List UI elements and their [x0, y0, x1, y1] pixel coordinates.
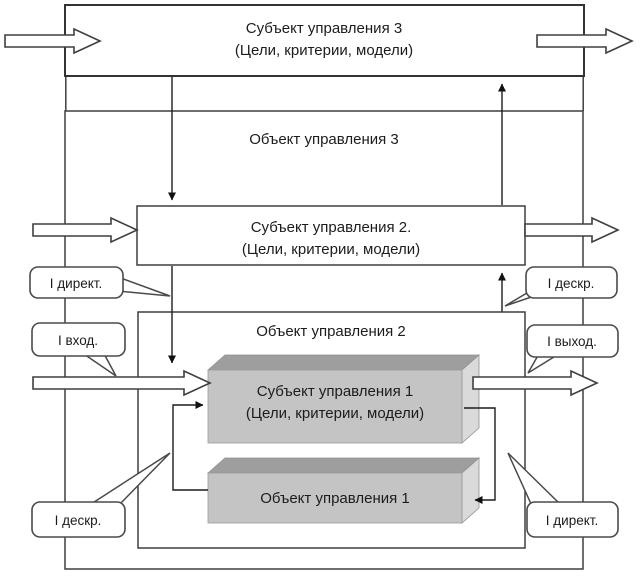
subject1-side-face — [461, 354, 480, 444]
callout-directive1: I директ. — [507, 452, 619, 538]
input-flow-arrow-level1-icon — [32, 369, 212, 397]
object1-title: Объект управления 1 — [260, 490, 410, 507]
subject1-box — [206, 354, 481, 444]
subject3-box — [64, 4, 585, 77]
callout-directive2: I директ. — [29, 266, 171, 299]
object3-title: Объект управления 3 — [249, 131, 399, 148]
object1-top-face — [206, 457, 481, 474]
callout-descriptive2-label: I дескр. — [548, 276, 595, 291]
subject1-subtitle: (Цели, критерии, модели) — [246, 405, 424, 422]
subject3-title: Субъект управления 3 — [246, 20, 402, 37]
callout-bubble — [31, 322, 126, 357]
callout-descriptive1-label: I дескр. — [55, 513, 102, 528]
subject2-title: Субъект управления 2. — [251, 219, 412, 236]
object1-front-face — [207, 472, 463, 524]
feedback-loop-object1-to-subject1 — [172, 401, 208, 491]
callout-descriptive1: I дескр. — [31, 452, 171, 538]
callout-directive1-label: I директ. — [546, 513, 598, 528]
input-flow-arrow-level3-icon — [4, 27, 102, 55]
callout-bubble — [526, 324, 619, 358]
callout-bubble — [29, 266, 124, 299]
subject2-box — [136, 205, 526, 266]
directive-loop-subject1-to-object1 — [464, 407, 496, 504]
callout-descriptive2: I дескр. — [504, 266, 618, 307]
callout-bubble — [525, 266, 618, 299]
output-flow-arrow-level1-icon — [472, 369, 599, 397]
callout-output-label: I выход. — [547, 334, 597, 349]
callout-output: I выход. — [526, 324, 619, 374]
object2-title: Объект управления 2 — [256, 323, 406, 340]
subject1-front-face — [207, 369, 463, 444]
input-flow-arrow-level2-icon — [32, 216, 139, 244]
callout-bubble — [526, 501, 619, 538]
callout-bubble — [31, 501, 126, 538]
callout-directive2-label: I директ. — [50, 276, 102, 291]
output-flow-arrow-level2-icon — [524, 216, 620, 244]
subject3-subtitle: (Цели, критерии, модели) — [235, 42, 413, 59]
object1-box — [206, 457, 481, 524]
output-flow-arrow-level3-icon — [536, 27, 634, 55]
callout-input: I вход. — [31, 322, 126, 377]
callout-input-label: I вход. — [58, 333, 98, 348]
subject1-title: Субъект управления 1 — [257, 383, 413, 400]
subject2-subtitle: (Цели, критерии, модели) — [242, 241, 420, 258]
subject1-top-face — [206, 354, 481, 371]
